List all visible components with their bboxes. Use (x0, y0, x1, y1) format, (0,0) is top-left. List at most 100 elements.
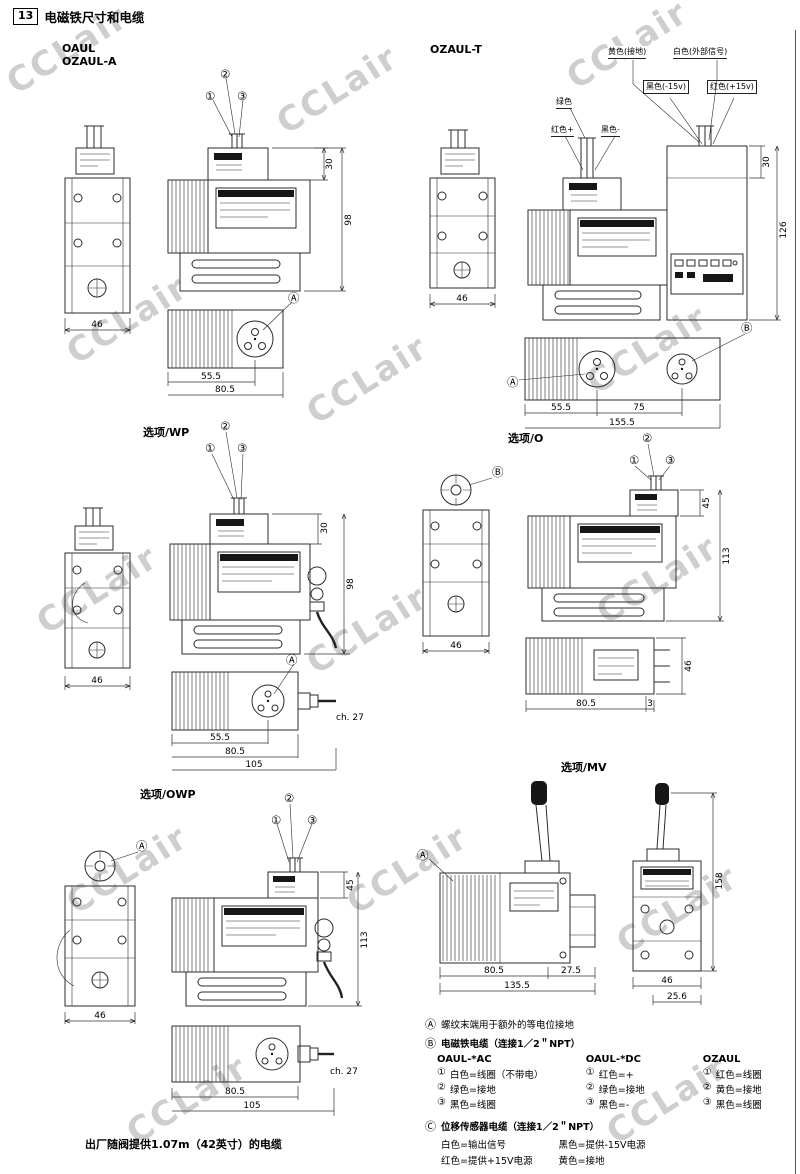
callout-3: ③ (307, 813, 317, 827)
dim-bottom-w1: 55.5 (551, 403, 571, 413)
item-text: 白色=线圈（不带电） (449, 1070, 544, 1081)
wire-label-white: 白色(外部信号) (673, 46, 728, 59)
dim-front-width: 46 (94, 1011, 106, 1021)
dim-connector-height: 30 (320, 522, 330, 534)
note-c-marker: Ⓒ (425, 1120, 436, 1133)
item-text: 黑色=线圈 (449, 1100, 496, 1111)
dim-bottom-w1: 55.5 (210, 733, 230, 743)
dim-body-width: 80.5 (484, 966, 504, 976)
callout-a: Ⓐ (507, 375, 519, 389)
panel-ozaul-t: OZAUL-T 黄色(接地) 白色(外部信号) 黑色(-15v) 红色(+15v… (415, 38, 800, 438)
panel-oaul-title1: OAUL (62, 42, 96, 55)
sensor-cable-left: 白色=输出信号 红色=提供+15V电源 (441, 1137, 533, 1169)
dimension-lines (64, 147, 346, 398)
callout-b: Ⓑ (492, 465, 504, 479)
panel-o: 选项/O (408, 428, 800, 728)
dim-total-height: 126 (779, 221, 789, 238)
dim-side-height: 46 (684, 660, 694, 672)
item-marker: ③ (702, 1097, 712, 1108)
side-view-lever (428, 781, 596, 964)
front-view (56, 850, 139, 1007)
o-drawing: 46 45 113 46 80.5 3 ② ① ③ Ⓑ (422, 431, 732, 712)
note-b-title: 电磁铁电缆（连接1／2＂NPT） (441, 1039, 581, 1050)
item-text: 黄色=接地 (715, 1085, 762, 1096)
wire-label-green: 绿色 (556, 96, 572, 109)
item-text: 绿色=接地 (449, 1085, 496, 1096)
panel-mv-title: 选项/MV (561, 761, 607, 774)
callout-2: ② (284, 791, 294, 805)
dim-bottom-w1: 55.5 (201, 372, 221, 382)
callout-2: ② (220, 67, 230, 81)
dim-bottom-w2: 80.5 (215, 385, 235, 395)
item-text: 红色=线圈 (715, 1070, 762, 1081)
item-marker: ③ (437, 1097, 446, 1108)
panel-ozaul-t-title: OZAUL-T (430, 43, 482, 56)
item-text: 红色=+ (598, 1070, 634, 1081)
item-marker: ② (585, 1082, 595, 1093)
item-text: 黑色=- (598, 1100, 630, 1111)
dim-connector-height: 45 (702, 497, 712, 508)
dim-total-height: 113 (722, 547, 732, 564)
wp-drawing: 46 30 98 55.5 80.5 105 ch. 27 ② ① ③ Ⓐ (64, 419, 364, 771)
dim-bottom-w1: 80.5 (225, 1087, 245, 1097)
callout-2: ② (220, 419, 230, 433)
panel-o-title: 选项/O (508, 432, 544, 445)
callout-3: ③ (237, 89, 247, 103)
sensor-cable-item: 白色=输出信号 (441, 1140, 506, 1151)
bottom-view (171, 1025, 334, 1083)
oaul-drawing: 46 30 98 55.5 80.5 ② ① ③ Ⓐ (64, 67, 354, 398)
dim-bottom-total: 105 (245, 760, 262, 770)
wire-label-yellow: 黄色(接地) (608, 46, 647, 59)
front-view (64, 125, 131, 314)
panel-mv: 选项/MV (415, 755, 800, 1020)
sensor-cable-right: 黑色=提供-15V电源 黄色=接地 (559, 1137, 646, 1169)
item-marker: ① (702, 1067, 712, 1078)
dimension-lines (439, 792, 717, 1005)
wire-label-red-plus: 红色+ (551, 124, 574, 137)
footer-note: 出厂随阀提供1.07m（42英寸）的电缆 (85, 1138, 282, 1151)
panel-oaul: OAUL OZAUL-A (40, 38, 370, 413)
sensor-cable-item: 黑色=提供-15V电源 (558, 1140, 646, 1151)
panel-owp: 选项/OWP (40, 780, 390, 1125)
panel-oaul-title2: OZAUL-A (62, 55, 117, 68)
front-view (422, 474, 493, 637)
callout-3: ③ (665, 453, 675, 467)
note-a-marker: Ⓐ (425, 1018, 436, 1031)
notes-section: Ⓐ 螺纹末端用于额外的等电位接地 Ⓑ 电磁铁电缆（连接1／2＂NPT） OAUL… (425, 1016, 797, 1169)
dim-bottom-w2: 3 (647, 699, 653, 709)
dim-bottom-w1: 80.5 (576, 699, 596, 709)
bottom-view (167, 301, 293, 369)
callout-1: ① (629, 453, 639, 467)
dim-ext-width: 27.5 (561, 966, 581, 976)
dim-bottom-w2: 75 (633, 403, 644, 413)
dimension-lines (64, 513, 350, 771)
dim-bottom-total: 105 (243, 1101, 260, 1111)
dim-front-width: 46 (456, 294, 468, 304)
wire-label-red-15v: 红色(+15v) (707, 80, 757, 94)
dim-total-height: 98 (344, 214, 354, 226)
callout-2: ② (642, 431, 652, 445)
column-header: OZAUL (702, 1054, 741, 1065)
dim-connector-height: 30 (325, 158, 335, 170)
item-marker: ② (702, 1082, 712, 1093)
dimension-lines (422, 489, 724, 712)
front-view (429, 129, 496, 289)
sensor-cable-item: 黄色=接地 (558, 1156, 605, 1167)
side-view (169, 431, 338, 655)
item-marker: ③ (585, 1097, 595, 1108)
callout-b: Ⓑ (741, 321, 753, 335)
dim-total-height: 98 (346, 578, 356, 590)
bottom-view (525, 637, 670, 695)
callout-1: ① (205, 441, 215, 455)
sensor-cable-colors: 白色=输出信号 红色=提供+15V电源 黑色=提供-15V电源 黄色=接地 (441, 1137, 797, 1169)
mv-drawing: 80.5 27.5 135.5 158 46 25.6 Ⓐ (417, 781, 725, 1005)
page-header: 13 电磁铁尺寸和电缆 (13, 7, 144, 26)
dim-bottom-w2: 80.5 (225, 747, 245, 757)
column-header: OAUL-*DC (585, 1054, 641, 1065)
front-view (64, 507, 131, 669)
dimension-lines (64, 871, 362, 1116)
owp-drawing: 46 45 113 80.5 105 ch. 27 ② ① ③ Ⓐ (56, 791, 370, 1116)
dim-total-height: 158 (715, 872, 725, 889)
dim-front-width: 46 (91, 320, 103, 330)
